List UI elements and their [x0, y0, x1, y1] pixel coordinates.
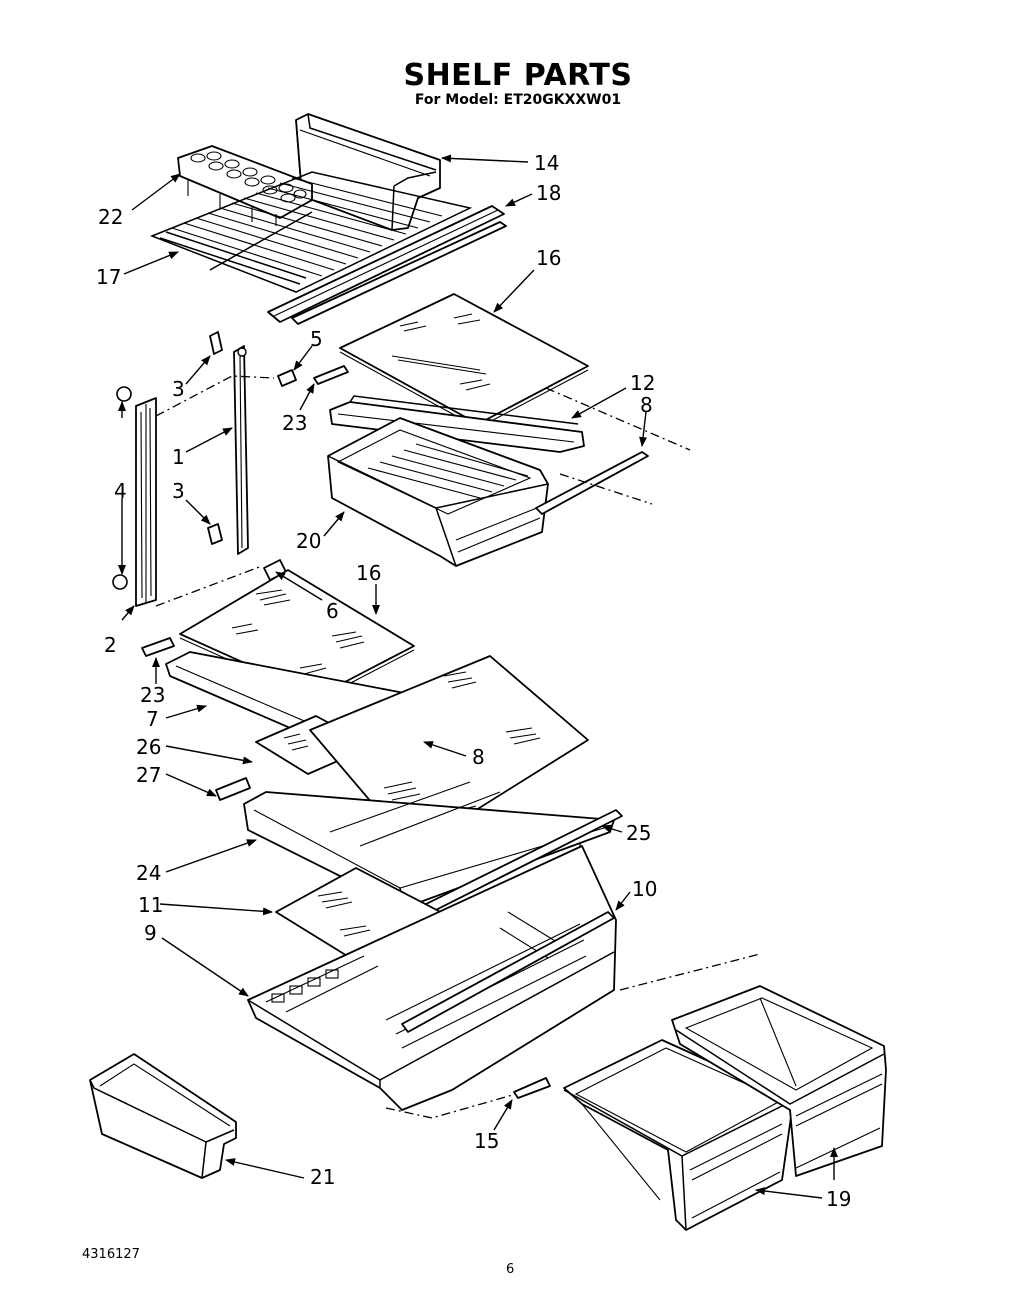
part-end-cap-upper — [116, 386, 132, 402]
part-shelf-ladder-left — [135, 397, 157, 607]
callout-22: 22 — [98, 205, 123, 229]
callout-3-lower: 3 — [172, 479, 185, 503]
callout-14: 14 — [534, 151, 559, 175]
callout-19: 19 — [826, 1187, 851, 1211]
callout-12: 12 — [630, 371, 655, 395]
callout-7: 7 — [146, 707, 159, 731]
part-crisper-front-rail — [401, 911, 615, 1033]
part-crisper-cover-frame — [329, 395, 585, 453]
part-wire-freezer-shelf — [149, 171, 473, 293]
callout-6: 6 — [326, 599, 339, 623]
document-number: 4316127 — [82, 1247, 140, 1262]
part-shelf-rail-upper — [535, 451, 649, 515]
callout-23-upper: 23 — [282, 411, 307, 435]
part-door-bin-top — [295, 113, 441, 231]
callout-21: 21 — [310, 1165, 335, 1189]
part-ladder-clip-lower — [207, 523, 223, 545]
part-freezer-shelf-rail — [267, 205, 507, 325]
callout-8-upper: 8 — [640, 393, 653, 417]
callout-1: 1 — [172, 445, 185, 469]
page-title: SHELF PARTS — [403, 58, 633, 93]
callout-25: 25 — [626, 821, 651, 845]
callout-10: 10 — [632, 877, 657, 901]
callout-16-lower: 16 — [356, 561, 381, 585]
part-front-trim — [215, 777, 251, 801]
page-number: 6 — [506, 1262, 515, 1277]
part-ladder-clip-upper — [209, 331, 223, 355]
callout-4: 4 — [114, 479, 127, 503]
part-bottom-rail — [513, 1077, 551, 1099]
callout-27: 27 — [136, 763, 161, 787]
part-door-bin-bottom — [89, 1053, 237, 1179]
part-meat-drawer — [327, 417, 549, 567]
part-crisper-drawer-right — [671, 985, 887, 1177]
callout-23-lower: 23 — [140, 683, 165, 707]
leader-lines — [118, 154, 838, 1199]
callout-9: 9 — [144, 921, 157, 945]
callout-3-upper: 3 — [172, 377, 185, 401]
part-end-cap-lower — [112, 574, 128, 590]
callout-5: 5 — [310, 327, 323, 351]
part-crisper-drawer-left — [563, 1039, 793, 1231]
part-screw-5 — [277, 369, 297, 387]
callout-15: 15 — [474, 1129, 499, 1153]
callout-24: 24 — [136, 861, 161, 885]
part-shelf-ladder-right — [233, 345, 249, 555]
callout-2: 2 — [104, 633, 117, 657]
callout-18: 18 — [536, 181, 561, 205]
model-subtitle: For Model: ET20GKXXW01 — [414, 92, 622, 108]
callout-20: 20 — [296, 529, 321, 553]
callout-17: 17 — [96, 265, 121, 289]
part-rail-trim-lower — [141, 637, 175, 657]
callout-16-upper: 16 — [536, 246, 561, 270]
callout-8-lower: 8 — [472, 745, 485, 769]
part-rail-trim-upper — [313, 365, 349, 385]
callout-labels: 14 18 22 17 16 5 3 12 8 23 1 4 3 20 16 6… — [96, 151, 851, 1211]
callout-26: 26 — [136, 735, 161, 759]
callout-11: 11 — [138, 893, 163, 917]
